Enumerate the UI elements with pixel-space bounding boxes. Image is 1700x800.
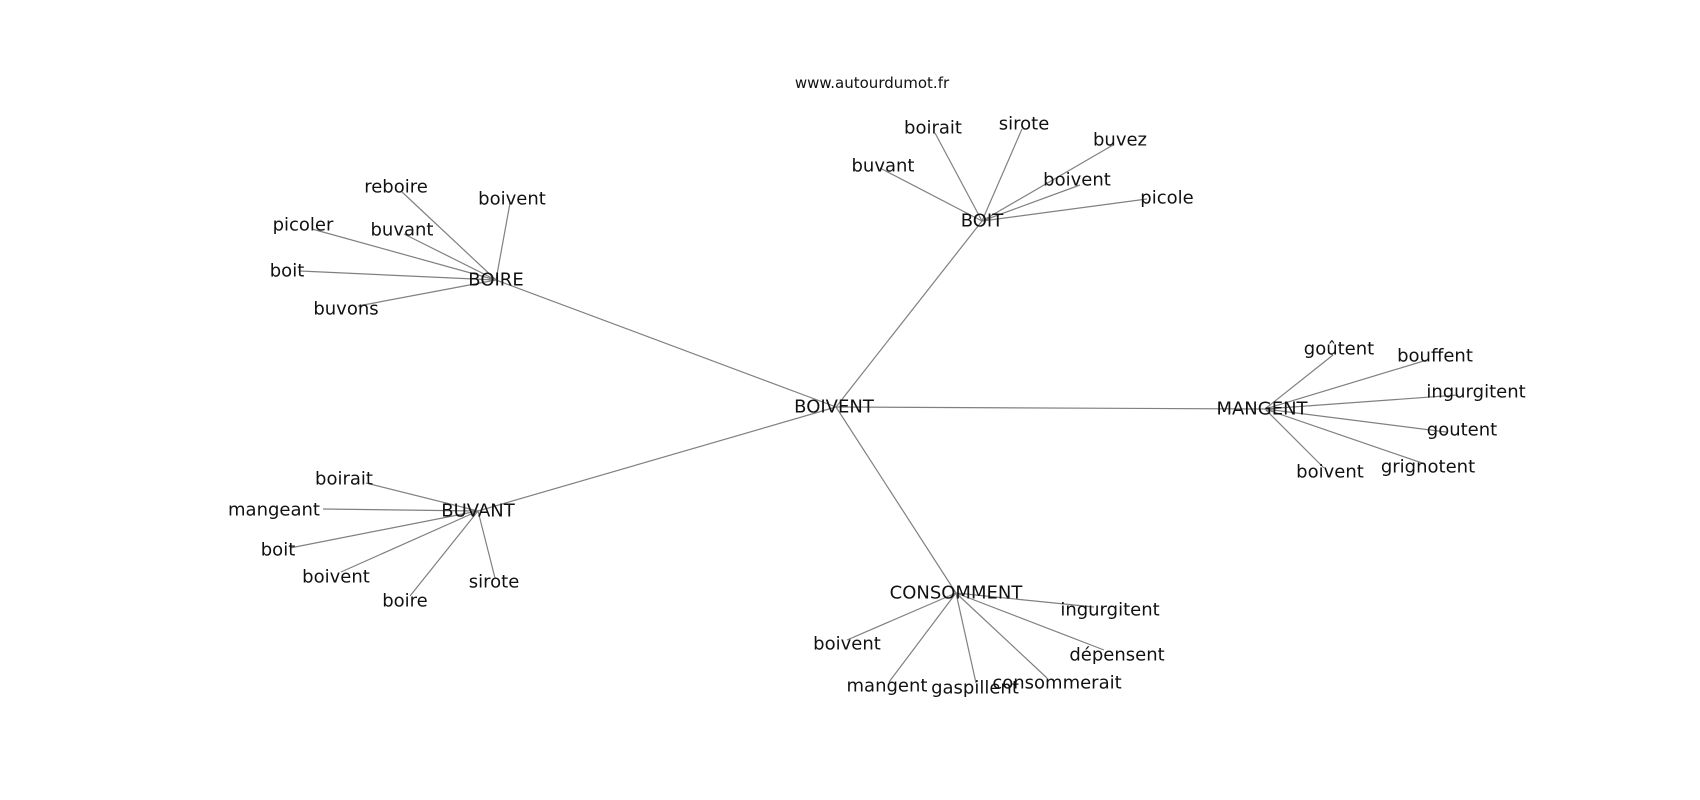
edge-buvant-to-word [477,510,496,579]
leaf-word-label: boivent [1043,170,1111,191]
center-node-label: BOIVENT [794,397,875,418]
leaf-word-label: consommerait [992,673,1121,694]
leaf-word-label: buvant [371,220,434,241]
leaf-word-label: picole [1140,188,1193,209]
group-node-label-boit: BOIT [961,211,1005,232]
edge-buvant-to-word [289,510,479,549]
leaf-word-label: goûtent [1304,339,1374,360]
group-node-label-buvant: BUVANT [441,501,515,522]
group-node-label-mangent: MANGENT [1216,399,1308,420]
edge-consomment-to-word [955,592,1048,679]
leaf-word-label: grignotent [1381,457,1475,478]
edge-center-to-buvant [477,406,837,512]
edge-boit-to-word [981,128,1023,222]
edge-consomment-to-word [955,592,1095,608]
leaf-word-label: buvez [1093,130,1147,151]
label-layer: www.autourdumot.fr BOIVENT BOIT buvant boir… [228,74,1526,699]
leaf-word-label: dépensent [1069,645,1164,666]
leaf-word-label: boivent [1296,462,1364,483]
edge-center-to-consomment [835,406,957,594]
edge-consomment-to-word [846,592,957,641]
leaf-word-label: mangent [847,676,928,697]
leaf-word-label: boirait [315,469,373,490]
leaf-word-label: buvant [852,156,915,177]
edge-center-to-boit [835,220,983,408]
leaf-word-label: boit [261,540,296,561]
leaf-word-label: boivent [478,189,546,210]
edge-boit-to-word [934,132,983,222]
edge-center-to-mangent [835,406,1266,410]
leaf-word-label: sirote [999,114,1050,135]
leaf-word-label: boivent [302,567,370,588]
leaf-word-label: sirote [469,572,520,593]
edge-buvant-to-word [409,510,479,597]
edge-boit-to-word [981,184,1081,222]
leaf-word-label: reboire [364,177,428,198]
edge-mangent-to-word [1264,408,1325,469]
edge-boire-to-word [495,202,511,281]
edge-consomment-to-word [888,592,957,683]
leaf-word-label: goutent [1427,420,1497,441]
edge-consomment-to-word [955,592,1105,651]
group-node-label-consomment: CONSOMMENT [890,583,1024,604]
leaf-word-label: picoler [273,215,334,236]
edge-center-to-boire [495,279,837,408]
edge-mangent-to-word [1264,408,1426,465]
edge-mangent-to-word [1264,408,1447,433]
leaf-word-label: boirait [904,118,962,139]
edge-buvant-to-word [340,510,479,573]
edge-buvant-to-word [365,482,479,512]
edge-boire-to-word [299,270,497,281]
leaf-word-label: ingurgitent [1426,382,1525,403]
edge-mangent-to-word [1264,394,1459,410]
edge-buvant-to-word [322,508,479,512]
leaf-word-label: ingurgitent [1060,600,1159,621]
edge-boire-to-word [401,191,497,281]
leaf-word-label: gaspillent [931,678,1019,699]
edge-consomment-to-word [955,592,977,684]
edge-boit-to-word [981,144,1114,222]
leaf-word-label: mangeant [228,500,320,521]
edge-layer [289,128,1459,684]
leaf-word-label: bouffent [1397,346,1473,367]
group-node-label-boire: BOIRE [468,270,523,291]
source-watermark: www.autourdumot.fr [795,74,950,92]
leaf-word-label: boire [382,591,428,612]
edge-mangent-to-word [1264,354,1334,410]
edge-mangent-to-word [1264,359,1428,410]
edge-boit-to-word [879,167,983,222]
edge-boire-to-word [403,233,497,281]
edge-boire-to-word [311,228,497,281]
edge-boire-to-word [357,279,497,307]
leaf-word-label: boit [270,261,305,282]
leaf-word-label: buvons [313,299,378,320]
edge-boit-to-word [981,198,1148,222]
leaf-word-label: boivent [813,634,881,655]
